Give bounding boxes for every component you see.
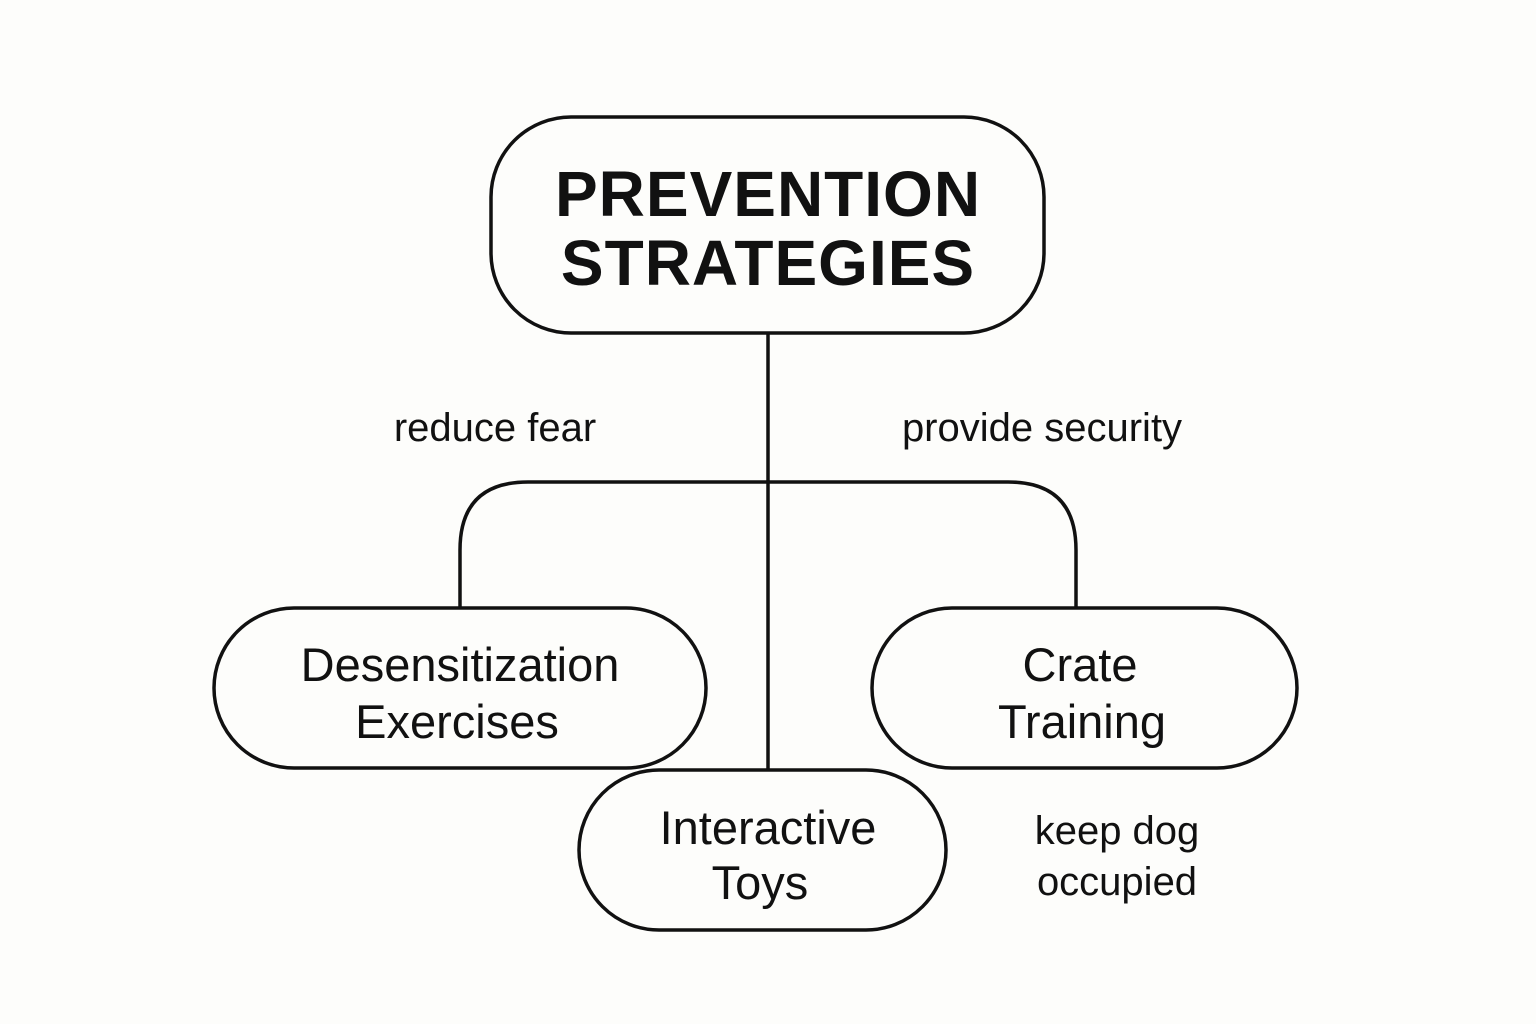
- desensitization-node[interactable]: Desensitization Exercises: [212, 606, 708, 770]
- desensitization-line2: Exercises: [355, 695, 559, 748]
- crate-training-line2: Training: [998, 695, 1166, 748]
- connectors: [458, 334, 1078, 770]
- root-title-line1: PREVENTION: [555, 158, 981, 230]
- edge-label-keep-dog-line1: keep dog: [1035, 809, 1200, 853]
- interactive-toys-line1: Interactive: [660, 801, 877, 854]
- edge-label-provide-security: provide security: [902, 406, 1182, 450]
- branch-to-crate-connector: [768, 480, 1078, 607]
- interactive-toys-node-box: [577, 768, 948, 932]
- edge-label-reduce-fear: reduce fear: [394, 406, 596, 450]
- desensitization-line1: Desensitization: [301, 638, 620, 691]
- interactive-toys-line2: Toys: [712, 856, 809, 909]
- root-node-box: [489, 115, 1046, 335]
- desensitization-node-box: [212, 606, 708, 770]
- interactive-toys-node[interactable]: Interactive Toys: [577, 768, 948, 932]
- crate-training-node-box: [870, 606, 1299, 770]
- crate-training-line1: Crate: [1023, 638, 1138, 691]
- root-title-line2: STRATEGIES: [561, 227, 975, 299]
- edge-label-keep-dog-line2: occupied: [1037, 860, 1197, 904]
- root-node[interactable]: PREVENTION STRATEGIES: [489, 115, 1046, 335]
- crate-training-node[interactable]: Crate Training: [870, 606, 1299, 770]
- branch-to-desensitization-connector: [458, 480, 768, 607]
